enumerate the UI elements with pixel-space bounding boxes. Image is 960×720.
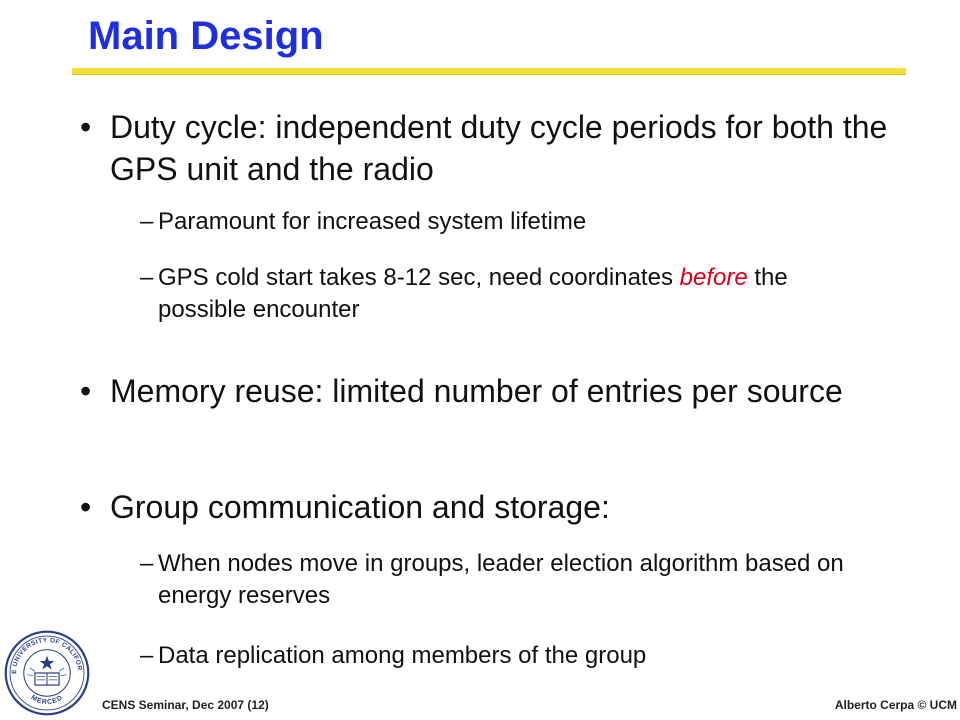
subbullet-text: GPS cold start takes 8-12 sec, need coor…: [158, 262, 858, 326]
footer-seminar-info: CENS Seminar, Dec 2007 (12): [102, 698, 269, 712]
bullet-glyph: •: [80, 109, 92, 145]
bullet-glyph: •: [80, 489, 92, 525]
title-underline: [72, 68, 906, 75]
slide-title: Main Design: [88, 14, 324, 58]
text-part: GPS cold start takes 8-12 sec, need coor…: [158, 264, 680, 291]
svg-text:MERCED: MERCED: [30, 694, 65, 706]
footer-author: Alberto Cerpa © UCM: [834, 698, 957, 712]
subbullet-text: Paramount for increased system lifetime: [158, 208, 587, 235]
subbullet-text: Data replication among members of the gr…: [158, 642, 647, 669]
bullet-text: Group communication and storage:: [110, 489, 610, 525]
subbullet-text: When nodes move in groups, leader electi…: [158, 550, 844, 609]
bullet-text: Memory reuse: limited number of entries …: [110, 373, 843, 409]
text-part: the possible encounter: [158, 264, 788, 323]
dash-glyph: –: [140, 208, 154, 235]
bullet-glyph: •: [80, 373, 92, 409]
dash-glyph: –: [140, 642, 154, 669]
dash-glyph: –: [140, 264, 154, 291]
seal-text-bottom: MERCED: [30, 694, 64, 706]
university-seal-logo: THE UNIVERSITY OF CALIFORNIA MERCED: [4, 630, 90, 716]
bullet-text: Duty cycle: independent duty cycle perio…: [110, 109, 888, 187]
emphasis-before: before: [679, 264, 748, 291]
dash-glyph: –: [140, 550, 154, 577]
